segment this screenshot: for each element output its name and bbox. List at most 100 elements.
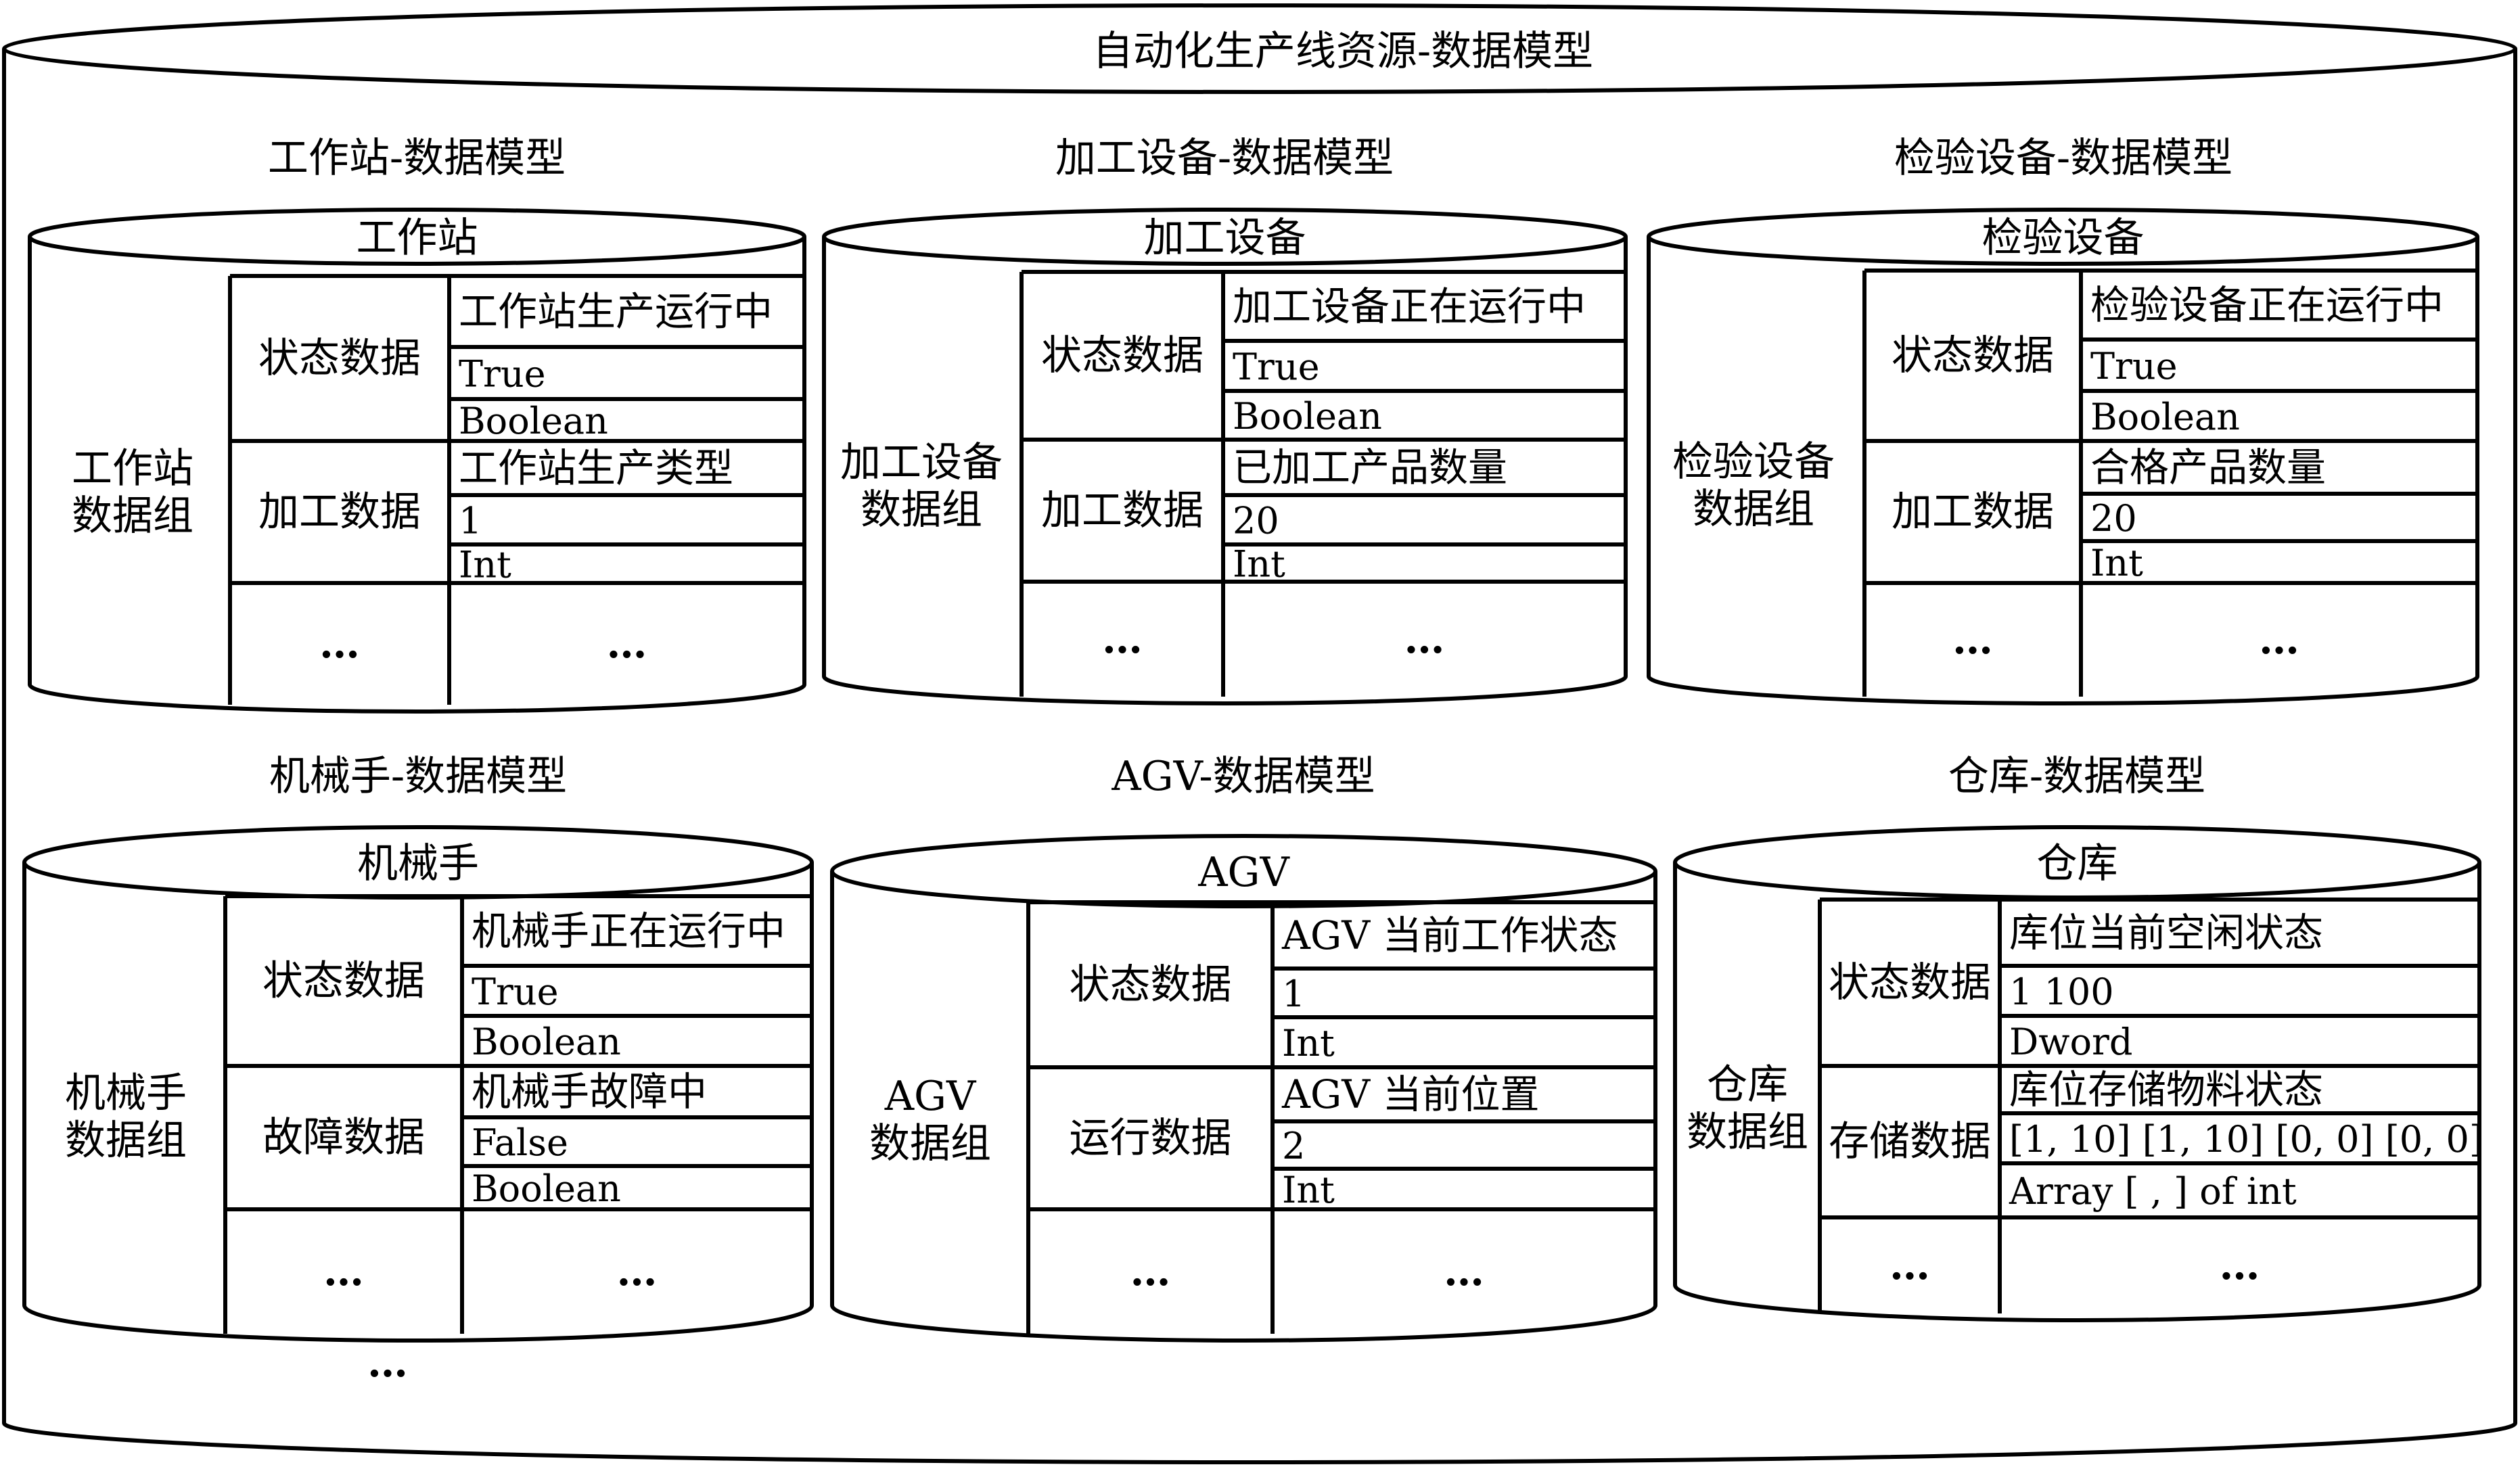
ellipsis-left: … — [323, 1248, 364, 1295]
ellipsis-right: … — [607, 620, 647, 668]
field-type: Int — [459, 544, 511, 586]
ellipsis-right: … — [1444, 1248, 1484, 1295]
field-value: 1 — [459, 500, 482, 542]
category-label: 加工数据 — [1892, 488, 2054, 536]
group-label: 机械手 — [65, 1070, 187, 1117]
cylinder-label: 仓库 — [2037, 840, 2118, 887]
ellipsis-left: … — [1889, 1242, 1930, 1289]
model-heading: 机械手-数据模型 — [269, 753, 567, 800]
cylinder-body — [1647, 237, 2479, 705]
field-value: True — [1233, 346, 1320, 388]
model-cylinder-4: 机械手-数据模型机械手机械手数据组状态数据机械手正在运行中TrueBoolean… — [22, 753, 814, 1343]
field-name: 加工设备正在运行中 — [1233, 283, 1586, 329]
field-type: Boolean — [472, 1167, 621, 1210]
group-label: 数据组 — [869, 1120, 991, 1167]
field-value: [1, 10] [1, 10] [0, 0] [0, 0] — [2009, 1118, 2483, 1161]
cylinder-body — [28, 237, 806, 714]
model-heading: 加工设备-数据模型 — [1055, 135, 1394, 182]
field-value: True — [459, 353, 546, 396]
field-type: Boolean — [459, 400, 608, 442]
ellipsis-right: … — [2220, 1242, 2260, 1289]
model-heading: 工作站-数据模型 — [268, 135, 566, 182]
model-cylinder-1: 工作站-数据模型工作站工作站数据组状态数据工作站生产运行中TrueBoolean… — [28, 135, 806, 714]
ellipsis-right: … — [1404, 615, 1445, 663]
model-heading: 检验设备-数据模型 — [1894, 135, 2232, 182]
category-label: 存储数据 — [1829, 1118, 1991, 1165]
outer-cylinder: 自动化生产线资源-数据模型 — [2, 3, 2517, 1464]
field-value: 20 — [2090, 497, 2137, 540]
category-label: 状态数据 — [1829, 959, 1991, 1006]
category-label: 加工数据 — [258, 488, 421, 536]
group-label: 检验设备 — [1672, 438, 1835, 486]
category-label: 运行数据 — [1070, 1115, 1232, 1162]
models-layer: 工作站-数据模型工作站工作站数据组状态数据工作站生产运行中TrueBoolean… — [22, 135, 2483, 1343]
field-name: 合格产品数量 — [2090, 444, 2326, 490]
category-label: 加工数据 — [1041, 487, 1204, 534]
cylinder-body — [1673, 862, 2481, 1322]
ellipsis-right: … — [617, 1248, 658, 1295]
field-name: 机械手故障中 — [472, 1069, 707, 1115]
ellipsis-left: … — [319, 620, 360, 668]
field-value: 20 — [1233, 500, 1279, 542]
group-label: 数据组 — [65, 1117, 187, 1165]
field-name: 已加工产品数量 — [1233, 444, 1507, 490]
group-label: AGV — [884, 1073, 977, 1120]
ellipsis-right: … — [2259, 616, 2299, 663]
group-label: 工作站 — [72, 445, 193, 492]
field-name: 库位当前空闲状态 — [2009, 910, 2323, 956]
cylinder-label: AGV — [1197, 849, 1290, 896]
model-heading: AGV-数据模型 — [1111, 753, 1375, 800]
model-cylinder-3: 检验设备-数据模型检验设备检验设备数据组状态数据检验设备正在运行中TrueBoo… — [1647, 135, 2479, 705]
cylinder-label: 加工设备 — [1144, 214, 1306, 262]
field-type: Int — [1233, 543, 1285, 586]
field-type: Boolean — [1233, 395, 1382, 438]
cylinder-label: 机械手 — [357, 840, 479, 887]
ellipsis-left: … — [1130, 1248, 1171, 1295]
field-name: 工作站生产类型 — [459, 445, 733, 491]
field-type: Boolean — [2090, 396, 2240, 438]
field-value: False — [472, 1121, 568, 1164]
bottom-ellipsis: … — [367, 1339, 408, 1387]
model-heading: 仓库-数据模型 — [1948, 753, 2205, 800]
category-label: 状态数据 — [1041, 332, 1204, 379]
category-label: 状态数据 — [262, 958, 425, 1005]
field-name: 机械手正在运行中 — [472, 908, 785, 954]
cylinder-body — [22, 862, 814, 1343]
group-label: 数据组 — [861, 486, 982, 534]
field-type: Boolean — [472, 1021, 621, 1063]
group-label: 数据组 — [1687, 1109, 1808, 1156]
ellipsis-left: … — [1952, 616, 1993, 663]
group-label: 仓库 — [1707, 1061, 1788, 1109]
field-value: True — [2090, 345, 2178, 388]
category-label: 状态数据 — [258, 335, 421, 382]
category-label: 故障数据 — [262, 1114, 425, 1161]
field-name: 检验设备正在运行中 — [2090, 282, 2444, 328]
field-name: AGV 当前位置 — [1281, 1071, 1540, 1117]
field-name: AGV 当前工作状态 — [1281, 912, 1618, 958]
cylinder-top — [1647, 208, 2479, 266]
field-type: Dword — [2009, 1021, 2132, 1063]
field-type: Int — [1282, 1169, 1335, 1211]
cylinder-top — [822, 208, 1628, 266]
cylinder-body — [830, 871, 1657, 1343]
category-label: 状态数据 — [1892, 332, 2054, 379]
model-cylinder-2: 加工设备-数据模型加工设备加工设备数据组状态数据加工设备正在运行中TrueBoo… — [822, 135, 1628, 705]
field-name: 工作站生产运行中 — [459, 289, 773, 335]
field-value: 1 — [1282, 973, 1305, 1015]
group-label: 数据组 — [1693, 486, 1814, 533]
field-value: 2 — [1282, 1125, 1305, 1167]
cylinder-top — [830, 834, 1657, 908]
category-label: 状态数据 — [1070, 961, 1232, 1008]
group-label: 加工设备 — [840, 439, 1003, 486]
field-type: Int — [1282, 1022, 1335, 1065]
diagram-title: 自动化生产线资源-数据模型 — [1093, 28, 1593, 75]
cylinder-label: 检验设备 — [1982, 214, 2145, 262]
ellipsis-left: … — [1102, 615, 1143, 663]
cylinder-top — [28, 208, 806, 266]
field-type: Int — [2090, 542, 2143, 584]
field-value: True — [472, 971, 559, 1013]
group-label: 数据组 — [72, 492, 193, 540]
